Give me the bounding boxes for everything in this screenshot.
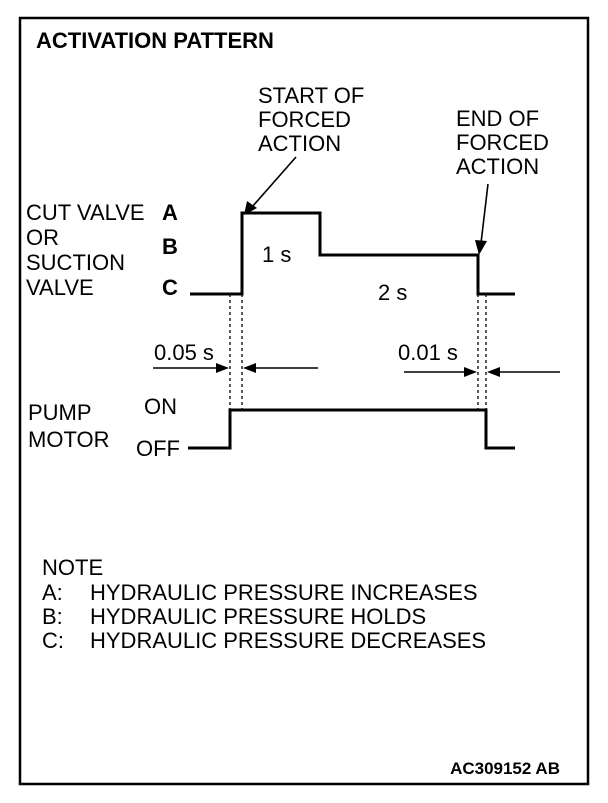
end-pointer-line (480, 183, 489, 244)
note-item-b-text: HYDRAULIC PRESSURE HOLDS (90, 604, 426, 629)
end-label-line1: END OF (456, 106, 539, 131)
start-of-forced-action-label: START OF FORCED ACTION (258, 83, 364, 156)
pump-label-line1: PUMP (28, 400, 92, 425)
pump-waveform (188, 408, 515, 450)
valve-label-line1: CUT VALVE (26, 200, 145, 225)
lead-time-label: 0.05 s (154, 340, 214, 365)
valve-label-line4: VALVE (26, 275, 94, 300)
diagram-title: ACTIVATION PATTERN (36, 28, 274, 53)
level-b-duration: 2 s (378, 280, 407, 305)
valve-level-c: C (162, 275, 178, 300)
level-a-duration: 1 s (262, 242, 291, 267)
valve-waveform (190, 211, 515, 296)
lag-time-arrowhead-left (464, 367, 477, 377)
end-pointer-arrowhead (475, 240, 487, 255)
figure-frame (18, 16, 590, 786)
note-heading: NOTE (42, 555, 103, 580)
valve-level-b: B (162, 234, 178, 259)
lag-time-arrowhead-right (487, 367, 500, 377)
lag-time-label: 0.01 s (398, 340, 458, 365)
start-label-line1: START OF (258, 83, 364, 108)
note-item-a-text: HYDRAULIC PRESSURE INCREASES (90, 580, 478, 605)
note-item-a: A: HYDRAULIC PRESSURE INCREASES (42, 580, 478, 605)
note-item-b: B: HYDRAULIC PRESSURE HOLDS (42, 604, 426, 629)
start-label-line3: ACTION (258, 131, 341, 156)
start-label-line2: FORCED (258, 107, 351, 132)
pump-off-label: OFF (136, 436, 180, 461)
lead-time-arrowhead-left (216, 363, 229, 373)
note-item-c-key: C: (42, 628, 64, 653)
lead-time-arrowhead-right (243, 363, 256, 373)
pump-on-label: ON (144, 394, 177, 419)
valve-label: CUT VALVE OR SUCTION VALVE (26, 200, 145, 300)
note-item-c: C: HYDRAULIC PRESSURE DECREASES (42, 628, 486, 653)
pump-label-line2: MOTOR (28, 427, 109, 452)
end-of-forced-action-label: END OF FORCED ACTION (456, 106, 549, 179)
valve-label-line3: SUCTION (26, 250, 125, 275)
valve-label-line2: OR (26, 225, 59, 250)
note-item-a-key: A: (42, 580, 63, 605)
end-label-line3: ACTION (456, 154, 539, 179)
pump-motor-label: PUMP MOTOR (28, 400, 109, 452)
note-item-b-key: B: (42, 604, 63, 629)
end-label-line2: FORCED (456, 130, 549, 155)
valve-level-a: A (162, 200, 178, 225)
figure-id: AC309152 AB (450, 759, 560, 778)
start-pointer-line (251, 156, 297, 208)
note-item-c-text: HYDRAULIC PRESSURE DECREASES (90, 628, 486, 653)
